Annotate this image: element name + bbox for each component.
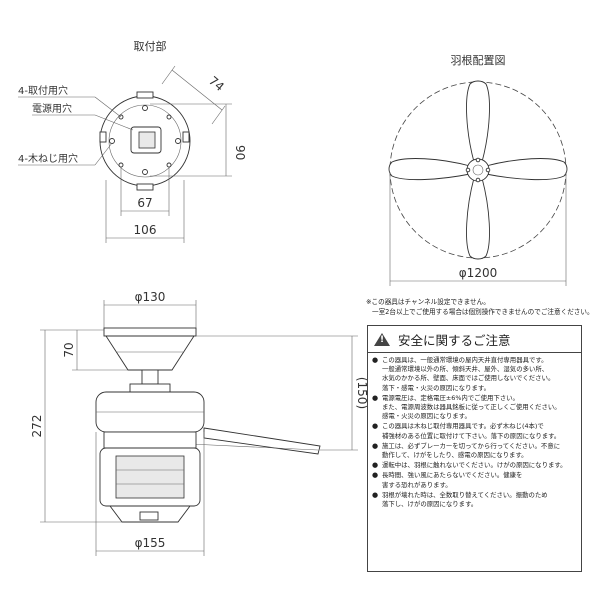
- safety-items: ●この器具は、一般通常環境の屋内天井直付専用器具です。 一般通常環境以外の所、傾…: [368, 353, 581, 509]
- dim-74: 74: [206, 74, 227, 95]
- blade-title: 羽根配置図: [451, 53, 506, 67]
- mount-title: 取付部: [134, 39, 167, 53]
- safety-title: 安全に関するご注意: [398, 332, 511, 348]
- safety-item: ●運転中は、羽根に触れないでください。けがの原因になります。: [372, 461, 567, 470]
- power-hole-label: 電源用穴: [32, 102, 72, 115]
- dim-dia1200: φ1200: [459, 266, 497, 280]
- top-notes: ※この器具はチャンネル設定できません。 一室2台以上でご使用する場合は個別操作で…: [366, 297, 594, 317]
- safety-item: ●この器具は木ねじ取付専用器具です。必ず木ねじ(4本)で 補強材のある位置に取付…: [372, 422, 561, 440]
- safety-item: ●長時間、強い風にあたらないでください。健康を 害する恐れがあります。: [372, 471, 523, 489]
- mounting-holes-label: 4-取付用穴: [18, 84, 68, 97]
- dim-272: 272: [30, 415, 44, 438]
- dim-70: 70: [62, 342, 76, 357]
- dim-dia155: φ155: [135, 536, 166, 550]
- wood-screw-holes-label: 4-木ねじ用穴: [18, 152, 78, 165]
- blade-layout-view: [388, 80, 568, 260]
- safety-item: ●この器具は、一般通常環境の屋内天井直付専用器具です。 一般通常環境以外の所、傾…: [372, 356, 555, 392]
- safety-item: ●羽根が壊れた時は、全数取り替えてください。振動のため 落下し、けがの原因になり…: [372, 490, 548, 509]
- warning-icon: [374, 332, 390, 346]
- mounting-plate-view: [99, 91, 191, 191]
- fan-side-view: [95, 327, 321, 523]
- safety-item: ●施工は、必ずブレーカーを切ってから行ってください。不意に 動作して、けがをした…: [372, 441, 561, 460]
- dim-67: 67: [137, 196, 152, 210]
- dim-90: 90: [233, 145, 247, 160]
- dim-150: (150): [355, 377, 369, 409]
- safety-header: 安全に関するご注意: [368, 326, 581, 353]
- dim-106: 106: [134, 223, 157, 237]
- safety-item: ●電源電圧は、定格電圧±6%内でご使用下さい。 また、電源周波数は器具銘板に従っ…: [372, 393, 561, 421]
- dim-dia130: φ130: [135, 290, 166, 304]
- safety-notice: 安全に関するご注意 ●この器具は、一般通常環境の屋内天井直付専用器具です。 一般…: [367, 325, 582, 572]
- top-note-2: 一室2台以上でご使用する場合は個別操作できませんのでご注意ください。: [372, 308, 594, 316]
- top-note-1: ※この器具はチャンネル設定できません。: [366, 298, 490, 306]
